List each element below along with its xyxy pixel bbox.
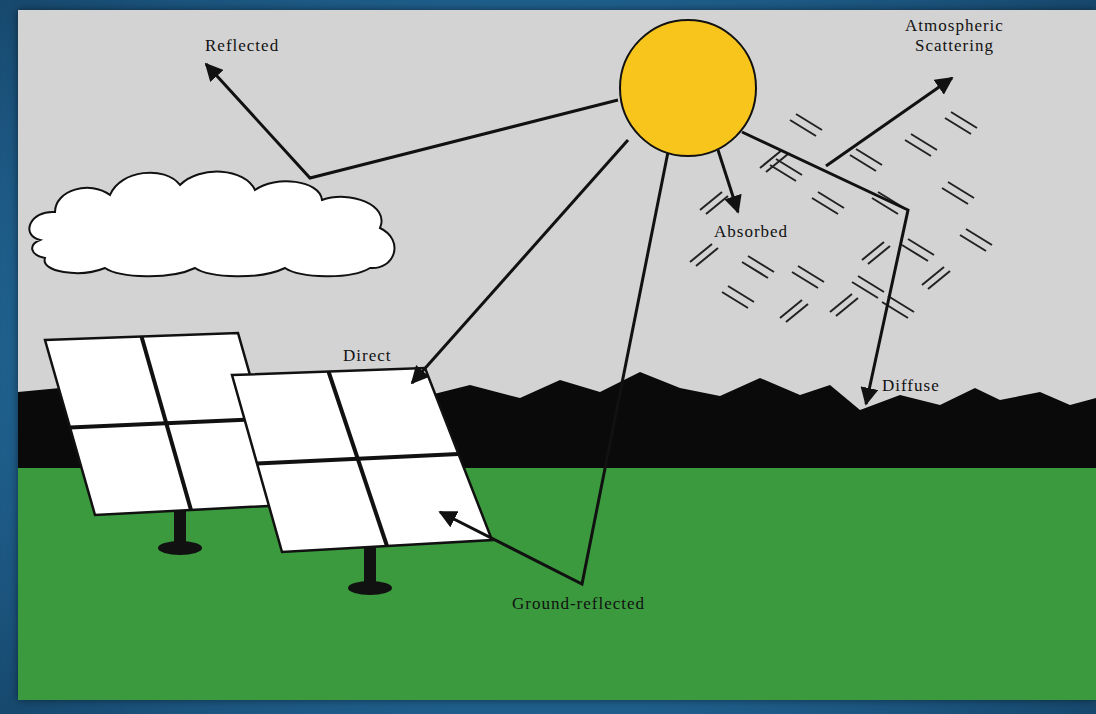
cloud [29,172,394,277]
ray-label: Diffuse [882,376,940,396]
ray-label: Direct [343,346,391,366]
ray-label: Reflected [205,36,279,56]
solar-panel [232,368,492,595]
ray-label: Atmospheric Scattering [872,16,1037,55]
label-layer: Reflected Atmospheric ScatteringAbsorbedD… [18,10,1096,700]
radiation-rays [206,64,952,584]
ray-label: Absorbed [712,222,790,242]
ray-label: Ground-reflected [512,594,645,614]
sun [620,20,756,156]
atmosphere-hatching [690,112,992,322]
picture-frame: Reflected Atmospheric ScatteringAbsorbedD… [18,10,1096,700]
